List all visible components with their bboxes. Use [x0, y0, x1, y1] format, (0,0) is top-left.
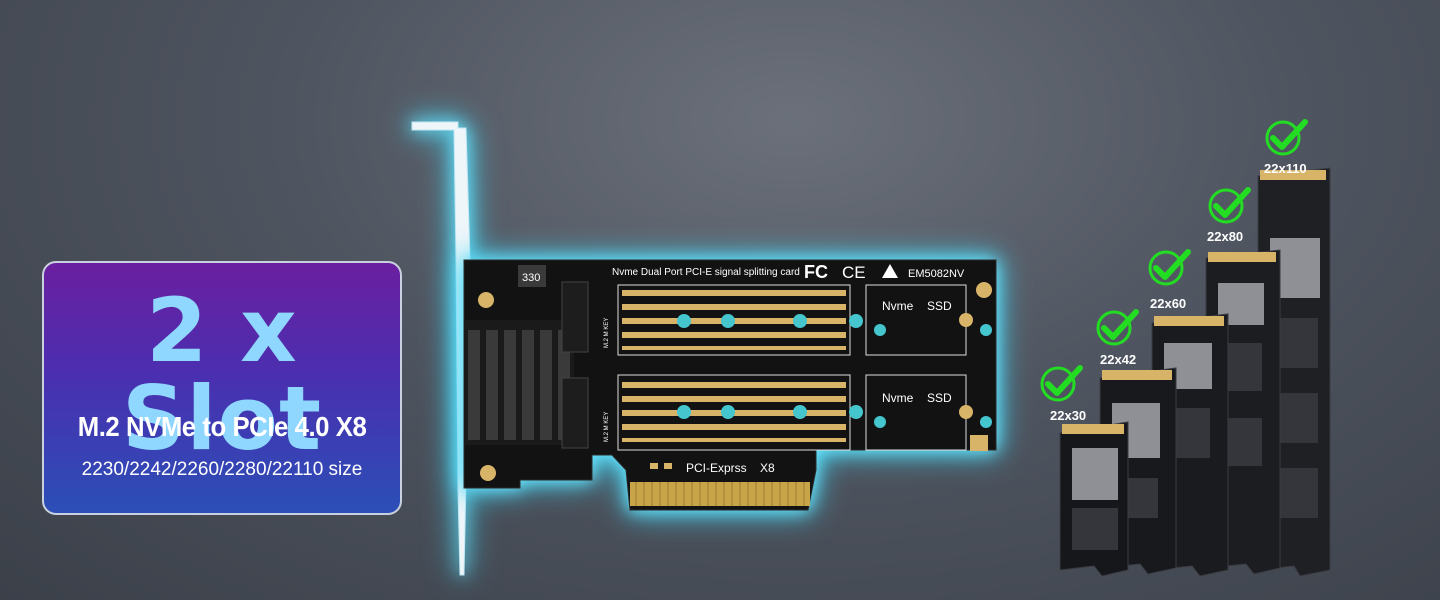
- slot-2: Nvme SSD: [617, 374, 992, 451]
- slot-2-nvme: Nvme: [882, 391, 914, 405]
- ssd-drawings: [1059, 167, 1331, 577]
- check-icon-22x80: [1208, 187, 1251, 224]
- pcie-label: PCI-Exprss: [686, 461, 747, 475]
- fc-mark: FC: [804, 262, 828, 282]
- m2-key-label-2: M.2 M KEY: [604, 412, 610, 442]
- info-box: 2 x Slot M.2 NVMe to PCIe 4.0 X8 2230/22…: [42, 261, 402, 515]
- ssd-label-22x30: 22x30: [1050, 408, 1087, 423]
- ssd-label-22x42: 22x42: [1100, 352, 1137, 367]
- headline: 2 x Slot: [121, 279, 323, 470]
- gold-fingers: [630, 482, 810, 506]
- supported-sizes: 2230/2242/2260/2280/22110 size: [81, 459, 363, 480]
- card-top-label: Nvme Dual Port PCI-E signal splitting ca…: [612, 267, 800, 278]
- ssd-label-22x60: 22x60: [1150, 296, 1187, 311]
- ssd-size-stack: 22x110 22x80 22x60 22x42 22x30: [1040, 118, 1340, 578]
- slot-1: Nvme SSD: [617, 282, 992, 356]
- slot-1-nvme: Nvme: [882, 299, 914, 313]
- subline: M.2 NVMe to PCIe 4.0 X8: [77, 411, 367, 442]
- m2-key-label-1: M.2 M KEY: [604, 318, 610, 348]
- slot-2-ssd: SSD: [927, 391, 952, 405]
- ssd-22x30: [1059, 421, 1129, 577]
- slot-1-ssd: SSD: [927, 299, 952, 313]
- chip-label: 330: [522, 272, 540, 284]
- heatsink: [464, 320, 574, 445]
- pcie-lanes: X8: [760, 461, 775, 475]
- check-icon-22x42: [1096, 309, 1139, 346]
- check-icon-22x30: [1040, 365, 1083, 402]
- pcb-card: 330 Nvme Dual Port PCI-E signal splittin…: [463, 259, 997, 511]
- ssd-label-22x80: 22x80: [1207, 229, 1244, 244]
- ce-mark: CE: [842, 263, 866, 282]
- check-icon-22x60: [1148, 249, 1191, 286]
- esd-warning-icon: [882, 264, 898, 278]
- check-icon-22x110: [1265, 119, 1308, 156]
- ssd-label-22x110: 22x110: [1264, 161, 1307, 176]
- model-number: EM5082NV: [908, 268, 965, 280]
- pcie-bracket: [411, 121, 471, 576]
